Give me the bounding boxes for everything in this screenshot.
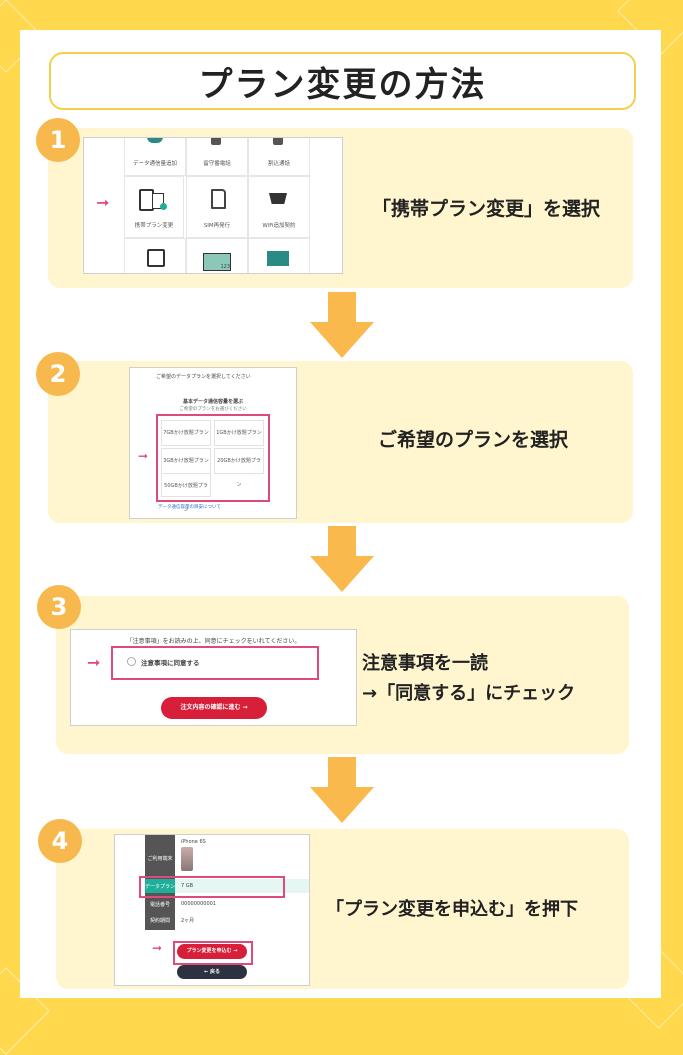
plan-change-cell[interactable]: 携帯プラン変更: [124, 176, 184, 238]
plan-subnote: ご希望のプランをお選びください: [179, 407, 247, 412]
plan-option[interactable]: 1GBかけ放題プラン: [214, 420, 264, 446]
device-name: iPhone 6S: [181, 839, 206, 845]
device-row-label: ご利用端末: [147, 856, 173, 862]
mail-icon: [267, 251, 289, 266]
bottom-cell-2: 123: [186, 238, 248, 273]
plan-row-value-bg: [175, 879, 309, 893]
bottom-cell-1: [124, 238, 186, 273]
plan-option[interactable]: 20GBかけ放題プラン: [214, 448, 264, 488]
voicemail-label: 留守番電話: [203, 161, 231, 167]
sim-reissue-cell[interactable]: SIM再発行: [186, 176, 248, 238]
pointer-arrow-icon: ➞: [152, 941, 163, 955]
pointer-arrow-icon: ➞: [138, 449, 149, 463]
call-waiting-cell: 割込通話: [248, 138, 310, 176]
data-add-label: データ通信量追加: [132, 161, 177, 167]
notice-text: 「注意事項」をお読みの上、同意にチェックをいれてください。: [126, 638, 301, 645]
plan-footnote-link[interactable]: データ通信容量の目安について: [158, 505, 221, 510]
plan-option[interactable]: 50GBかけ放題プラン: [161, 473, 211, 513]
step-4-badge: 4: [38, 819, 82, 863]
content-card: プラン変更の方法 1 データ通信量追加 留守番電話 割込通話 携帯プラン変更 S…: [20, 30, 661, 998]
phone-icon: [211, 138, 221, 145]
pointer-arrow-icon: ➞: [96, 193, 110, 212]
call-waiting-label: 割込通話: [267, 161, 290, 167]
arrow-down-icon: [310, 526, 374, 592]
page-title: プラン変更の方法: [49, 52, 636, 110]
check-icon: [160, 203, 167, 210]
basket-icon: [269, 193, 287, 204]
plan-row-label: データプラン: [145, 884, 176, 890]
step-2-text: ご希望のプランを選択: [378, 429, 569, 451]
term-row-value: 2ヶ月: [181, 918, 195, 924]
sim-reissue-label: SIM再発行: [203, 223, 231, 229]
agree-radio[interactable]: [127, 657, 136, 666]
plan-heading: ご希望のデータプランを選択してください: [156, 374, 251, 380]
phone-row-value: 00000000001: [181, 901, 216, 907]
step-2-badge: 2: [36, 352, 80, 396]
step-1-screenshot: データ通信量追加 留守番電話 割込通話 携帯プラン変更 SIM再発行 WiFi追…: [83, 137, 343, 274]
agree-box[interactable]: [111, 646, 319, 680]
database-icon: [147, 138, 163, 143]
wifi-add-label: WiFi追加契約: [262, 223, 296, 229]
step-2-screenshot: ご希望のデータプランを選択してください 基本データ通信容量を選ぶ ご希望のプラン…: [129, 367, 297, 519]
phone-row-label: 電話番号: [149, 902, 170, 908]
pointer-arrow-icon: ➞: [87, 653, 101, 672]
agree-label: 注意事項に同意する: [141, 659, 200, 667]
voicemail-cell: 留守番電話: [186, 138, 248, 176]
plan-subheading: 基本データ通信容量を選ぶ: [182, 399, 243, 405]
step-4-screenshot: ご利用端末 iPhone 6S データプラン 7 GB 電話番号 0000000…: [114, 834, 310, 986]
bottom-cell-3: [248, 238, 310, 273]
step-4-text: 「プラン変更を申込む」を押下: [326, 899, 578, 920]
arrow-down-icon: [310, 292, 374, 358]
step-3-badge: 3: [37, 585, 81, 629]
term-row-label: 契約期間: [149, 918, 170, 924]
back-button[interactable]: ← 戻る: [177, 965, 247, 979]
phone-image: [181, 847, 193, 871]
step-3-text-line2: →「同意する」にチェック: [362, 683, 576, 704]
sim-icon: [211, 189, 226, 209]
plan-selection-box: [156, 414, 270, 502]
data-add-cell: データ通信量追加: [124, 138, 186, 176]
step-1-badge: 1: [36, 118, 80, 162]
wifi-add-cell[interactable]: WiFi追加契約: [248, 176, 310, 238]
plan-row-label-bg: [145, 879, 175, 893]
step-3-text-line1: 注意事項を一読: [362, 653, 488, 674]
confirm-order-button[interactable]: 注文内容の確認に進む →: [161, 697, 267, 719]
plan-highlight-box: [139, 876, 285, 898]
phone-icon: [273, 138, 283, 145]
plan-option[interactable]: 7GBかけ放題プラン: [161, 420, 211, 446]
step-3-screenshot: 「注意事項」をお読みの上、同意にチェックをいれてください。 注意事項に同意する …: [70, 629, 357, 726]
apply-highlight-box: [173, 941, 253, 965]
step-1-text: 「携帯プラン変更」を選択: [372, 198, 601, 220]
apply-plan-change-button[interactable]: プラン変更を申込む →: [177, 944, 247, 959]
plan-change-label: 携帯プラン変更: [134, 223, 174, 229]
card-icon: 123: [203, 253, 231, 271]
arrow-down-icon: [310, 757, 374, 823]
atm-icon: [147, 249, 165, 267]
plan-option[interactable]: 3GBかけ放題プラン: [161, 448, 211, 474]
plan-row-value: 7 GB: [181, 883, 194, 889]
